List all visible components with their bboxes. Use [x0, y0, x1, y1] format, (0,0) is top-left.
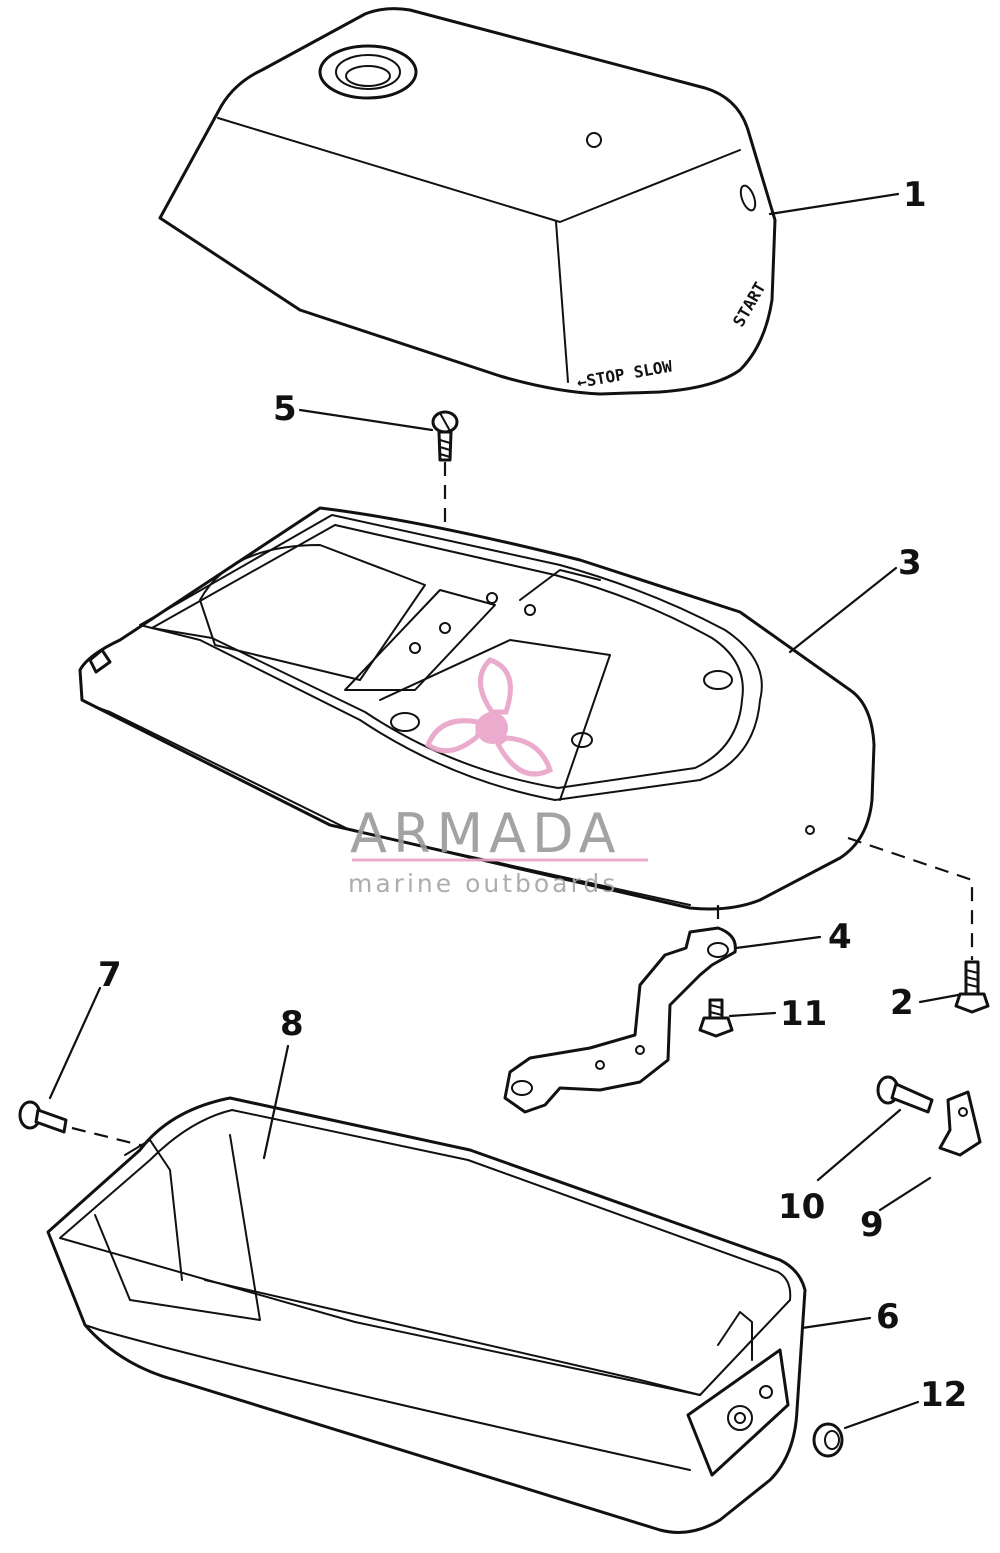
assembly-line-7: [71, 1126, 153, 1150]
callout-9: 9: [860, 1205, 884, 1245]
callout-12: 12: [920, 1375, 967, 1415]
bracket-part-4: [503, 926, 737, 1114]
leader-11: [728, 1011, 777, 1018]
callout-5: 5: [273, 389, 297, 429]
callout-3: 3: [898, 543, 922, 583]
engine-cover-upper: ←STOP SLOW START: [158, 7, 777, 396]
callout-10: 10: [778, 1187, 825, 1227]
assembly-line-2: [847, 836, 974, 960]
callout-11: 11: [780, 994, 827, 1034]
callout-8: 8: [280, 1004, 304, 1044]
callout-4: 4: [828, 917, 852, 957]
watermark-brand: ARMADA: [350, 802, 622, 865]
grommet-part-12: [812, 1422, 844, 1458]
callout-1: 1: [903, 175, 927, 215]
clip-part-9: [938, 1090, 982, 1157]
screw-part-2: [954, 960, 990, 1014]
armada-watermark: ARMADA marine outboards: [348, 657, 648, 898]
leader-6: [800, 1316, 872, 1330]
leader-2: [918, 993, 960, 1004]
leader-4: [734, 935, 822, 950]
screw-part-11: [698, 998, 734, 1038]
watermark-tagline: marine outboards: [348, 869, 618, 898]
callout-labels: 1 5 3 4 11 2 7 8 10 9 6 12: [98, 175, 967, 1415]
engine-cover-lower: [46, 1096, 807, 1534]
leader-5: [298, 408, 434, 432]
leader-8: [262, 1044, 290, 1160]
leader-1: [768, 192, 900, 216]
leader-lines: [48, 192, 960, 1430]
leader-7: [48, 986, 102, 1100]
propeller-logo: [424, 657, 554, 777]
leader-9: [878, 1176, 932, 1212]
support-plate: [78, 506, 876, 911]
callout-7: 7: [98, 955, 122, 995]
callout-2: 2: [890, 983, 914, 1023]
screw-part-10: [876, 1075, 934, 1114]
screw-part-5: [431, 410, 459, 462]
screw-part-7: [18, 1100, 68, 1134]
callout-6: 6: [876, 1297, 900, 1337]
leader-10: [816, 1108, 902, 1182]
leader-3: [788, 566, 898, 654]
leader-12: [843, 1400, 920, 1430]
